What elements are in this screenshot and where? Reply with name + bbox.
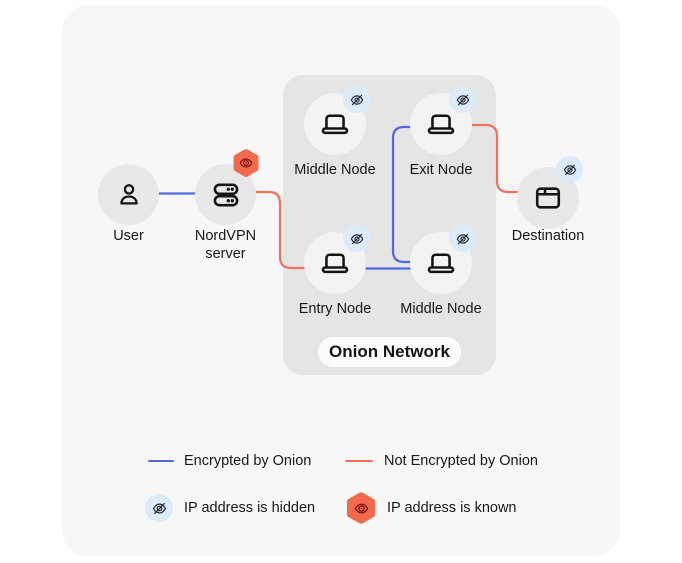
ip-hidden-badge bbox=[449, 225, 476, 252]
node-nordvpn-server: NordVPN server bbox=[195, 149, 259, 262]
laptop-icon bbox=[321, 253, 349, 274]
legend-ip-hidden: IP address is hidden bbox=[145, 494, 315, 522]
onion-network-title: Onion Network bbox=[318, 337, 461, 367]
node-label-nordvpn-server: NordVPN server bbox=[194, 228, 257, 262]
ip-hidden-badge bbox=[556, 156, 583, 183]
legend-label: Encrypted by Onion bbox=[184, 453, 312, 469]
node-middle-bottom: Middle Node bbox=[400, 225, 482, 317]
ip-known-badge bbox=[344, 491, 378, 525]
node-user: User bbox=[98, 164, 159, 244]
node-label-user: User bbox=[113, 228, 144, 244]
eye-off-icon bbox=[456, 94, 469, 105]
node-label-middle-top: Middle Node bbox=[294, 162, 376, 178]
node-middle-top: Middle Node bbox=[294, 86, 376, 178]
server-icon bbox=[213, 183, 238, 206]
eye-visible-icon bbox=[239, 158, 253, 168]
legend-label: Not Encrypted by Onion bbox=[384, 453, 538, 469]
node-label-destination: Destination bbox=[511, 228, 585, 244]
eye-off-icon bbox=[563, 164, 576, 175]
node-destination: Destination bbox=[512, 156, 584, 244]
eye-visible-icon bbox=[354, 503, 368, 513]
node-label-entry: Entry Node bbox=[298, 301, 372, 317]
user-icon bbox=[119, 183, 138, 205]
ip-hidden-badge bbox=[449, 86, 476, 113]
laptop-icon bbox=[427, 253, 455, 274]
browser-window-icon bbox=[535, 187, 561, 209]
eye-off-icon bbox=[152, 502, 166, 514]
node-label-middle-bottom: Middle Node bbox=[400, 301, 482, 317]
laptop-icon bbox=[321, 114, 349, 135]
node-label-exit: Exit Node bbox=[409, 162, 473, 178]
node-exit: Exit Node bbox=[410, 86, 476, 178]
legend-not-encrypted: Not Encrypted by Onion bbox=[345, 452, 538, 470]
legend-ip-known: IP address is known bbox=[344, 491, 517, 525]
ip-hidden-badge bbox=[145, 494, 173, 522]
not-encrypted-line-swatch bbox=[345, 459, 373, 463]
legend-label: IP address is known bbox=[387, 500, 517, 516]
laptop-icon bbox=[427, 114, 455, 135]
encrypted-line-swatch bbox=[148, 459, 174, 463]
eye-off-icon bbox=[350, 94, 363, 105]
eye-off-icon bbox=[456, 233, 469, 244]
ip-hidden-badge bbox=[343, 225, 370, 252]
ip-hidden-badge bbox=[343, 86, 370, 113]
legend-encrypted: Encrypted by Onion bbox=[148, 452, 311, 470]
node-entry: Entry Node bbox=[299, 225, 371, 317]
ip-known-badge bbox=[231, 148, 261, 178]
eye-off-icon bbox=[350, 233, 363, 244]
legend-label: IP address is hidden bbox=[184, 500, 316, 516]
